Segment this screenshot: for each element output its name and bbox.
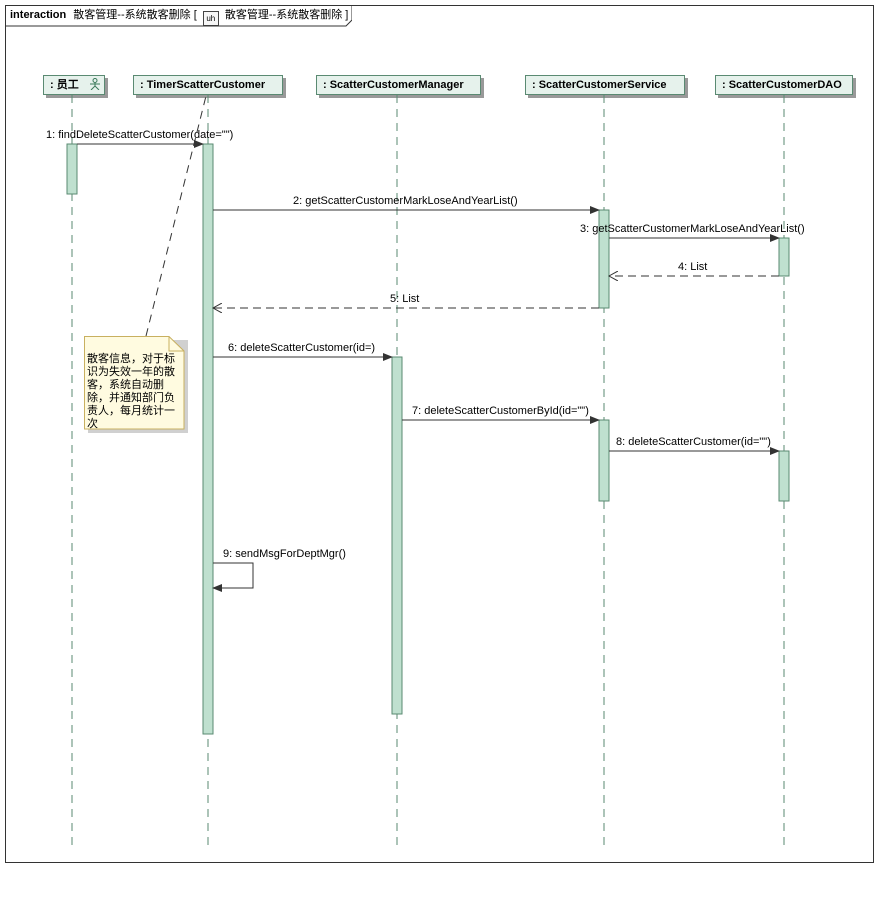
activation-dao-1 bbox=[778, 237, 790, 277]
frame-bracket-open: [ bbox=[193, 9, 197, 21]
frame-title: 散客管理--系统散客删除 bbox=[73, 9, 191, 21]
lifeline-head-dao[interactable]: : ScatterCustomerDAO bbox=[715, 75, 853, 95]
message-3-number: 3: bbox=[580, 223, 590, 235]
frame-ref-title: 散客管理--系统散客删除 bbox=[224, 9, 343, 21]
message-9-label[interactable]: 9: sendMsgForDeptMgr() bbox=[223, 548, 346, 560]
frame-title-tab: interaction 散客管理--系统散客删除 [ uh 散客管理--系统散客… bbox=[5, 5, 352, 27]
message-3-label[interactable]: 3: getScatterCustomerMarkLoseAndYearList… bbox=[580, 223, 805, 235]
message-3-text: getScatterCustomerMarkLoseAndYearList() bbox=[592, 223, 805, 235]
message-7-label[interactable]: 7: deleteScatterCustomerById(id="") bbox=[412, 405, 589, 417]
lifeline-label-employee: : 员工 bbox=[50, 79, 79, 91]
message-7-text: deleteScatterCustomerById(id="") bbox=[424, 405, 589, 417]
message-6-number: 6: bbox=[228, 342, 238, 354]
message-9-self-call bbox=[212, 562, 254, 592]
activation-timer bbox=[202, 143, 214, 735]
comment-note[interactable]: 散客信息，对于标识为失效一年的散客，系统自动删除，并通知部门负责人，每月统计一次 bbox=[84, 336, 188, 433]
message-2-number: 2: bbox=[293, 195, 303, 207]
activation-service-1 bbox=[598, 209, 610, 309]
message-7-number: 7: bbox=[412, 405, 422, 417]
message-4-text: List bbox=[690, 261, 708, 273]
activation-service-2 bbox=[598, 419, 610, 502]
lifeline-head-timer[interactable]: : TimerScatterCustomer bbox=[133, 75, 283, 95]
message-2-text: getScatterCustomerMarkLoseAndYearList() bbox=[305, 195, 518, 207]
activation-manager bbox=[391, 356, 403, 715]
message-1-label[interactable]: 1: findDeleteScatterCustomer(date="") bbox=[46, 129, 233, 141]
message-8-text: deleteScatterCustomer(id="") bbox=[628, 436, 771, 448]
frame-keyword: interaction bbox=[10, 9, 67, 21]
lifeline-head-employee[interactable]: : 员工 bbox=[43, 75, 105, 95]
message-1-number: 1: bbox=[46, 129, 56, 141]
message-4-number: 4: bbox=[678, 261, 688, 273]
message-6-text: deleteScatterCustomer(id=) bbox=[240, 342, 376, 354]
lifeline-head-service[interactable]: : ScatterCustomerService bbox=[525, 75, 685, 95]
interaction-frame bbox=[5, 5, 874, 863]
frame-tab-outline bbox=[5, 5, 352, 27]
message-8-label[interactable]: 8: deleteScatterCustomer(id="") bbox=[616, 436, 771, 448]
message-2-label[interactable]: 2: getScatterCustomerMarkLoseAndYearList… bbox=[293, 195, 518, 207]
message-5-text: List bbox=[402, 293, 420, 305]
message-1-text: findDeleteScatterCustomer(date="") bbox=[58, 129, 234, 141]
message-9-number: 9: bbox=[223, 548, 233, 560]
lifeline-head-manager[interactable]: : ScatterCustomerManager bbox=[316, 75, 481, 95]
message-5-label[interactable]: 5: List bbox=[390, 293, 419, 305]
note-shape bbox=[84, 336, 188, 433]
message-5-number: 5: bbox=[390, 293, 400, 305]
message-9-text: sendMsgForDeptMgr() bbox=[235, 548, 346, 560]
message-6-label[interactable]: 6: deleteScatterCustomer(id=) bbox=[228, 342, 375, 354]
activation-dao-2 bbox=[778, 450, 790, 502]
activation-employee bbox=[66, 143, 78, 195]
message-8-number: 8: bbox=[616, 436, 626, 448]
frame-bracket-close: ] bbox=[345, 9, 349, 21]
note-text: 散客信息，对于标识为失效一年的散客，系统自动删除，并通知部门负责人，每月统计一次 bbox=[87, 352, 175, 430]
actor-icon bbox=[89, 78, 100, 90]
message-4-label[interactable]: 4: List bbox=[678, 261, 707, 273]
